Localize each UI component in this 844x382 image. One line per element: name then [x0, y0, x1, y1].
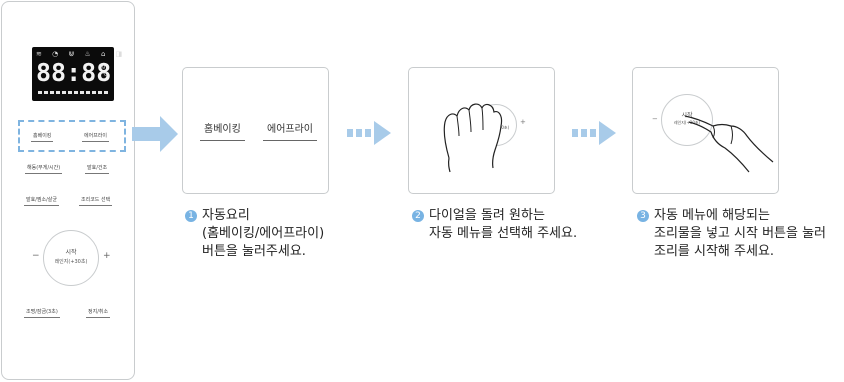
dial-start-label: 시작: [65, 249, 77, 256]
caption-text: 자동 메뉴에 해당되는: [654, 208, 770, 223]
caption-line: 조리물을 넣고 시작 버튼을 눌러: [654, 226, 827, 241]
ferment-dry-button[interactable]: 발효/건조: [84, 165, 110, 174]
highlight-box: [18, 120, 126, 152]
display-digits: 88:88: [36, 58, 112, 87]
start-dial[interactable]: 시작 레인지(+30초): [43, 230, 99, 286]
step3-caption: 3 자동 메뉴에 해당되는 조리물을 넣고 시작 버튼을 눌러 조리를 시작해 주…: [637, 207, 826, 261]
caption-line: 조리를 시작해 주세요.: [654, 244, 775, 259]
caption-text: 다이얼을 돌려 원하는: [429, 208, 545, 223]
dial-sub-label: 레인지(+30초): [54, 259, 88, 265]
finger-pressing-icon: [684, 115, 774, 173]
step2-card: 시작 레인지(+30초) +: [408, 67, 555, 194]
unit-celsius: ℃: [102, 72, 108, 78]
card-air-fryer-button: 에어프라이: [263, 120, 317, 141]
display-progress-bar: [38, 91, 108, 94]
caption-line: 버튼을 눌러주세요.: [202, 244, 306, 259]
caption-line: 3 자동 메뉴에 해당되는: [637, 207, 826, 225]
card-home-baking-button: 홈베이킹: [200, 120, 245, 141]
card-dial: 시작 레인지(+30초): [661, 94, 713, 146]
cook-code-button[interactable]: 조리코드 선택: [78, 197, 113, 206]
air-fryer-button[interactable]: 에어프라이: [81, 133, 110, 142]
caption-text: 자동요리: [202, 208, 250, 223]
caption-line: 2 다이얼을 돌려 원하는: [412, 207, 577, 225]
step1-card: 홈베이킹 에어프라이: [182, 67, 329, 194]
step3-card: 시작 레인지(+30초) −: [632, 67, 779, 194]
dial-plus: +: [103, 251, 111, 261]
unit-gram: g: [102, 64, 106, 70]
step-number-badge: 2: [412, 210, 424, 222]
step2-caption: 2 다이얼을 돌려 원하는 자동 메뉴를 선택해 주세요.: [412, 207, 577, 243]
card-dial-plus: +: [520, 118, 526, 126]
thaw-button[interactable]: 해동(무게/시간): [24, 165, 63, 174]
control-panel: ≋ ◔ ⋓ ♨ ⌂ ◨ 88:88 g ℃ 홈베이킹 에어프라이 해동(무게/시…: [1, 1, 135, 380]
caption-line: 1 자동요리: [185, 207, 324, 225]
home-baking-button[interactable]: 홈베이킹: [30, 133, 54, 142]
arrow-right-icon: [132, 116, 178, 152]
lcd-display: ≋ ◔ ⋓ ♨ ⌂ ◨ 88:88 g ℃: [32, 47, 127, 101]
hand-turning-dial-icon: [443, 103, 503, 173]
caption-line: (홈베이킹/에어프라이): [202, 226, 325, 241]
dashed-arrow-icon: [572, 121, 616, 145]
display-mode-icons: ≋ ◔ ⋓ ♨ ⌂ ◨: [36, 50, 127, 58]
dashed-arrow-icon: [347, 121, 391, 145]
stop-cancel-button[interactable]: 정지/취소: [85, 309, 111, 318]
caption-line: 자동 메뉴를 선택해 주세요.: [429, 226, 578, 241]
lamp-lock-button[interactable]: 조명/잠금(3초): [24, 309, 60, 318]
card-dial-minus: −: [652, 115, 658, 123]
step1-caption: 1 자동요리 (홈베이킹/에어프라이) 버튼을 눌러주세요.: [185, 207, 324, 261]
card-dial-start: 시작: [681, 112, 693, 119]
step-number-badge: 1: [185, 210, 197, 222]
step-number-badge: 3: [637, 210, 649, 222]
dial-minus: −: [32, 251, 40, 261]
card-dial-sub: 레인지(+30초): [673, 120, 701, 125]
display-units: g ℃: [102, 63, 112, 79]
warm-button[interactable]: 발효/찜소/살균: [24, 197, 59, 206]
